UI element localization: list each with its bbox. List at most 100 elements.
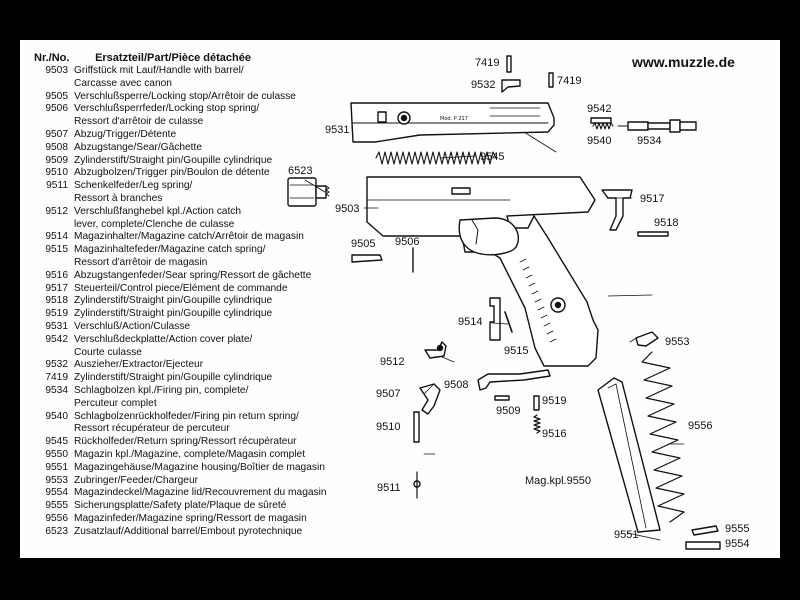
part-number: 9532: [45, 359, 68, 371]
part-number: 9556: [45, 512, 68, 524]
control-piece-9517: [601, 189, 633, 231]
exploded-view-drawing: Mod. P 217: [287, 55, 749, 550]
part-number: 9503: [45, 65, 68, 76]
additional-barrel-6523: [287, 177, 330, 207]
part-number: 9509: [45, 154, 68, 166]
parts-list-row: lever, complete/Clenche de culasse: [20, 219, 320, 232]
part-description: Magazinhalter/Magazine catch/Arrêtoir de…: [74, 231, 304, 243]
trigger-9507: [419, 383, 441, 415]
parts-list-row: 9554 Magazindeckel/Magazine lid/Recouvrem…: [20, 487, 326, 500]
part-number: 9515: [45, 244, 68, 256]
part-description: Auszieher/Extractor/Ejecteur: [74, 359, 204, 371]
part-description: Verschlußsperre/Locking stop/Arrêtoir de…: [74, 90, 296, 102]
part-description: Schlagbolzenrückholfeder/Firing pin retu…: [74, 410, 299, 422]
callout-9507: 9507: [376, 388, 400, 400]
part-description: Ressort à branches: [74, 192, 163, 204]
part-description: Ressort récupérateur de percuteur: [74, 423, 230, 435]
callout-9512: 9512: [380, 356, 404, 368]
part-number: 9518: [45, 295, 68, 307]
part-description: Magazinfeder/Magazine spring/Ressort de …: [74, 512, 307, 524]
callout-9553: 9553: [665, 336, 689, 348]
callout-9510: 9510: [376, 421, 400, 433]
parts-list-row: 9514 Magazinhalter/Magazine catch/Arrêtoi…: [20, 231, 320, 244]
callout-9540: 9540: [587, 135, 611, 147]
callout-9545: 9545: [480, 151, 504, 163]
slide-marking: Mod. P 217: [440, 116, 468, 122]
part-number: 9531: [45, 320, 68, 332]
part-number: 7419: [45, 372, 68, 384]
parts-list-row: 9518 Zylinderstift/Straight pin/Goupille …: [20, 295, 320, 308]
part-description: Zusatzlauf/Additional barrel/Embout pyro…: [74, 525, 303, 537]
part-number: 9514: [45, 231, 68, 243]
parts-list-row: 9550 Magazin kpl./Magazine, complete/Maga…: [20, 449, 320, 462]
part-number: 9554: [45, 487, 68, 499]
parts-list-row: Courte culasse: [20, 347, 320, 360]
parts-list-row: 6523 Zusatzlauf/Additional barrel/Embout …: [20, 526, 320, 539]
part-number: 9507: [45, 128, 68, 140]
site-url: www.muzzle.de: [632, 54, 735, 70]
action-catch-lever-9512: [424, 341, 447, 359]
callout-9519: 9519: [542, 395, 566, 407]
recoil-spring-9545: [375, 151, 497, 165]
safety-plate-9555: [691, 525, 719, 536]
callout-9542: 9542: [587, 103, 611, 115]
part-description: Magazingehäuse/Magazine housing/Boîtier …: [74, 461, 325, 473]
callout-mag-complete: Mag.kpl.9550: [525, 475, 591, 487]
feeder-9553: [635, 331, 659, 347]
part-number: 9542: [45, 333, 68, 345]
parts-list-row: Ressort récupérateur de percuteur: [20, 423, 320, 436]
part-number: 6523: [45, 525, 68, 537]
part-description: Magazin kpl./Magazine, complete/Magasin …: [74, 448, 306, 460]
magazine-lid-9554: [685, 541, 721, 550]
part-number: 9540: [45, 410, 68, 422]
part-number: 9553: [45, 474, 68, 486]
part-description: Verschlußdeckplatte/Action cover plate/: [74, 333, 253, 345]
part-description: Zylinderstift/Straight pin/Goupille cyli…: [74, 372, 273, 384]
parts-list-row: 7419 Zylinderstift/Straight pin/Goupille …: [20, 372, 320, 385]
callout-9511: 9511: [377, 482, 401, 494]
part-number: 9508: [45, 141, 68, 153]
part-description: Verschlußfanghebel kpl./Action catch: [74, 205, 242, 217]
magazine-housing-9551: [597, 377, 661, 533]
pin-9509: [494, 395, 510, 401]
callout-9518: 9518: [654, 217, 678, 229]
callout-9517: 9517: [640, 193, 664, 205]
part-number: 9551: [45, 461, 68, 473]
part-number: 9519: [45, 308, 68, 320]
part-description: Magazindeckel/Magazine lid/Recouvrement …: [74, 487, 327, 499]
parts-sheet: Nr./No. Ersatzteil/Part/Pièce détachée 9…: [20, 40, 780, 558]
callout-7419-right: 7419: [557, 75, 581, 87]
parts-list-row: 9505 Verschlußsperre/Locking stop/Arrêtoi…: [20, 91, 320, 104]
parts-list-row: 9532 Auszieher/Extractor/Ejecteur: [20, 359, 320, 372]
callout-9503: 9503: [335, 203, 359, 215]
pin-9519: [533, 395, 540, 411]
part-number: 9505: [45, 90, 68, 102]
part-description: Ressort d'arrêtoir de culasse: [74, 116, 204, 128]
callout-9534: 9534: [637, 135, 661, 147]
leader-lines: [304, 131, 685, 541]
callout-9515: 9515: [504, 345, 528, 357]
part-description: Zylinderstift/Straight pin/Goupille cyli…: [74, 295, 273, 307]
parts-list-row: 9556 Magazinfeder/Magazine spring/Ressort…: [20, 513, 320, 526]
header-part-column: Ersatzteil/Part/Pièce détachée: [95, 52, 251, 64]
pin-9518: [637, 231, 669, 237]
extractor-9532: [501, 79, 521, 93]
parts-list-row: Carcasse avec canon: [20, 78, 320, 91]
part-number: 9506: [45, 103, 68, 115]
slide-9531: Mod. P 217: [350, 102, 555, 143]
part-description: Zylinderstift/Straight pin/Goupille cyli…: [74, 154, 273, 166]
part-description: Percuteur complet: [74, 397, 157, 409]
part-description: Ressort d'arrêtoir de magasin: [74, 256, 208, 268]
part-number: 9545: [45, 436, 68, 448]
parts-list-row: 9509 Zylinderstift/Straight pin/Goupille …: [20, 155, 320, 168]
part-number: 9516: [45, 269, 68, 281]
part-number: 9550: [45, 448, 68, 460]
